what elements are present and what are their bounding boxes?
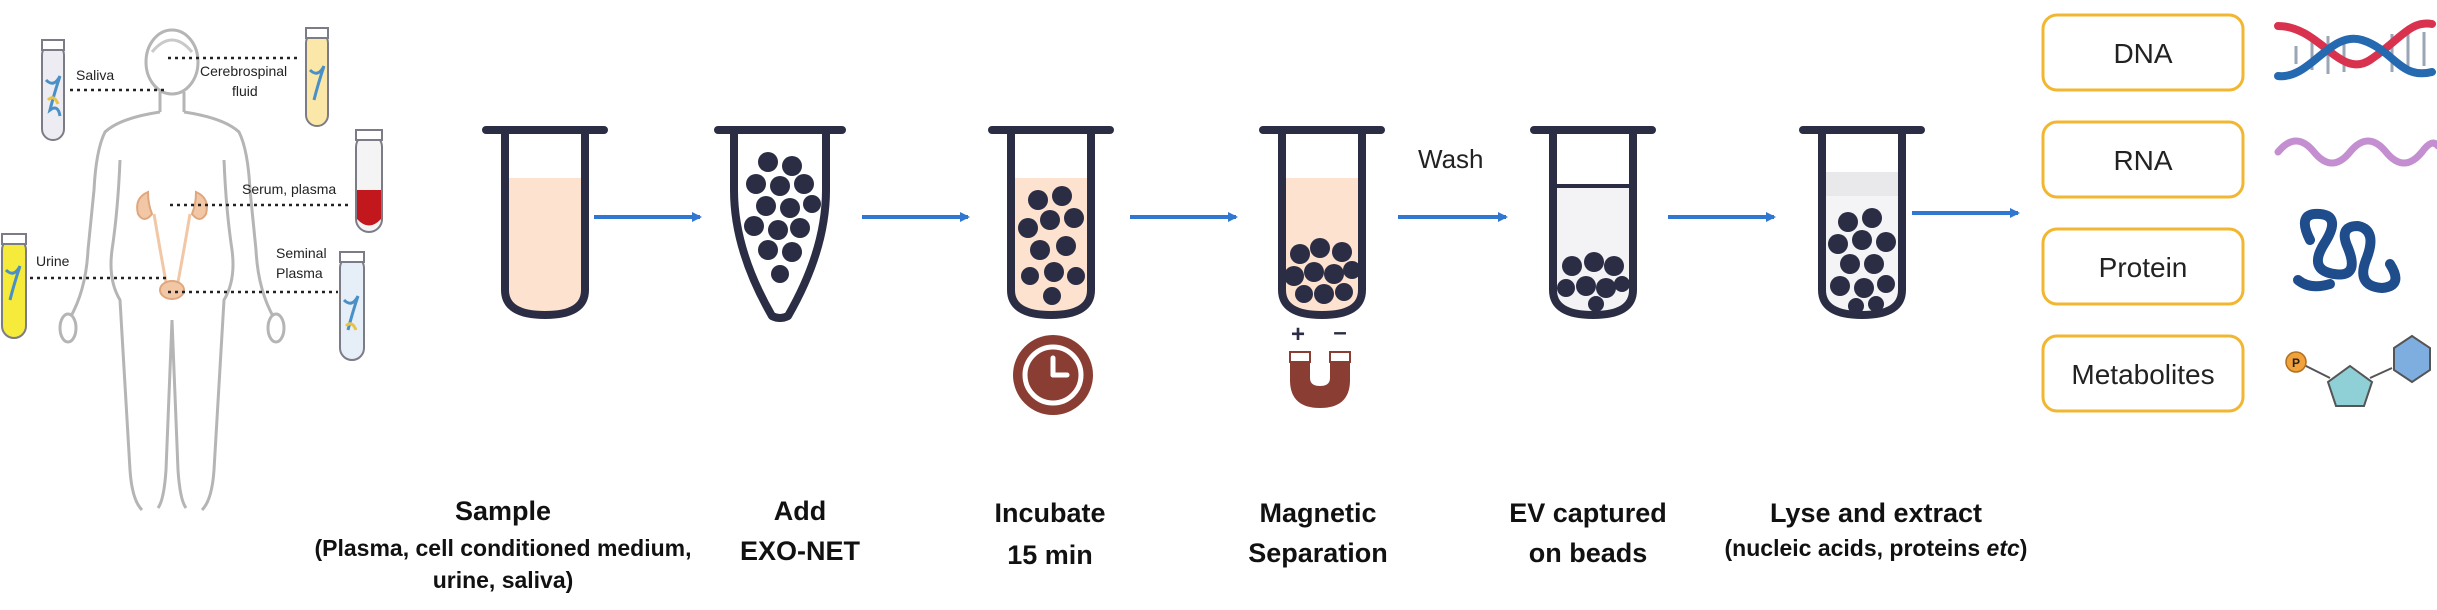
protein-coil-icon — [2293, 208, 2401, 293]
csf-label-line1: Cerebrospinal — [200, 63, 287, 79]
output-box-rna: RNA — [2041, 120, 2245, 199]
serum-label: Serum, plasma — [242, 181, 336, 197]
output-boxes: DNA RNA Protein Metabolites — [2041, 13, 2245, 413]
urine-tube — [1, 233, 27, 339]
seminal-plasma-tube — [339, 251, 365, 361]
csf-label-line2: fluid — [232, 83, 258, 99]
output-label-protein: Protein — [2099, 252, 2188, 283]
csf-tube — [305, 27, 329, 127]
step-magnetic-line2: Separation — [1248, 538, 1388, 568]
output-box-metabolites: Metabolites — [2041, 334, 2245, 413]
output-label-dna: DNA — [2113, 38, 2172, 69]
step-lyse-line2-italic: etc — [1987, 535, 2020, 561]
sample-tube — [482, 126, 608, 319]
step-incubate-title: Incubate — [994, 498, 1105, 528]
step-ev-line2: on beads — [1529, 538, 1648, 568]
step-add-title: Add — [774, 496, 826, 526]
step-magnetic-title: Magnetic — [1259, 498, 1376, 528]
metabolite-phosphate-label: P — [2292, 356, 2300, 370]
exo-net-tube — [714, 126, 846, 322]
output-box-dna: DNA — [2041, 13, 2245, 92]
flow-arrows — [594, 208, 2020, 222]
magnet-minus-sign: – — [1333, 319, 1346, 346]
step-labels: Sample (Plasma, cell conditioned medium,… — [314, 496, 2027, 593]
step-lyse-line2: (nucleic acids, proteins etc) — [1725, 535, 2028, 561]
saliva-label: Saliva — [76, 67, 114, 83]
magnet-plus-sign: + — [1291, 321, 1305, 348]
rna-strand-icon — [2274, 137, 2437, 167]
step-add-line2: EXO-NET — [740, 536, 861, 566]
magnetic-separation-tube — [1259, 126, 1385, 319]
human-body-figure — [58, 28, 286, 512]
output-box-protein: Protein — [2041, 227, 2245, 306]
saliva-tube — [41, 39, 65, 141]
captured-beads — [1557, 252, 1630, 312]
output-label-metabolites: Metabolites — [2071, 359, 2214, 390]
metabolite-structure-icon: P — [2285, 334, 2431, 407]
lyse-beads — [1828, 208, 1896, 314]
magnet-beads — [1284, 238, 1361, 304]
step-lyse-line2-end: ) — [2020, 535, 2028, 561]
clock-icon — [1013, 335, 1093, 415]
urine-label: Urine — [36, 253, 70, 269]
step-ev-title: EV captured — [1509, 498, 1667, 528]
step-incubate-line2: 15 min — [1007, 540, 1093, 570]
dna-helix-icon — [2274, 19, 2436, 81]
seminal-label-line2: Plasma — [276, 265, 323, 281]
step-lyse-title: Lyse and extract — [1770, 498, 1982, 528]
incubate-tube — [988, 126, 1114, 319]
seminal-label-line1: Seminal — [276, 245, 327, 261]
exo-net-beads — [744, 152, 821, 283]
step-lyse-line2-main: (nucleic acids, proteins — [1725, 535, 1987, 561]
output-label-rna: RNA — [2113, 145, 2172, 176]
step-sample-line2: (Plasma, cell conditioned medium, — [314, 535, 691, 561]
incubate-beads — [1018, 186, 1085, 305]
serum-tube — [355, 129, 383, 233]
magnet-icon — [1289, 351, 1351, 408]
step-sample-title: Sample — [455, 496, 551, 526]
wash-label: Wash — [1418, 144, 1484, 174]
body-leader-lines — [30, 56, 352, 294]
lyse-extract-tube — [1799, 126, 1925, 319]
step-sample-line3: urine, saliva) — [433, 567, 574, 593]
ev-captured-tube — [1530, 126, 1656, 319]
